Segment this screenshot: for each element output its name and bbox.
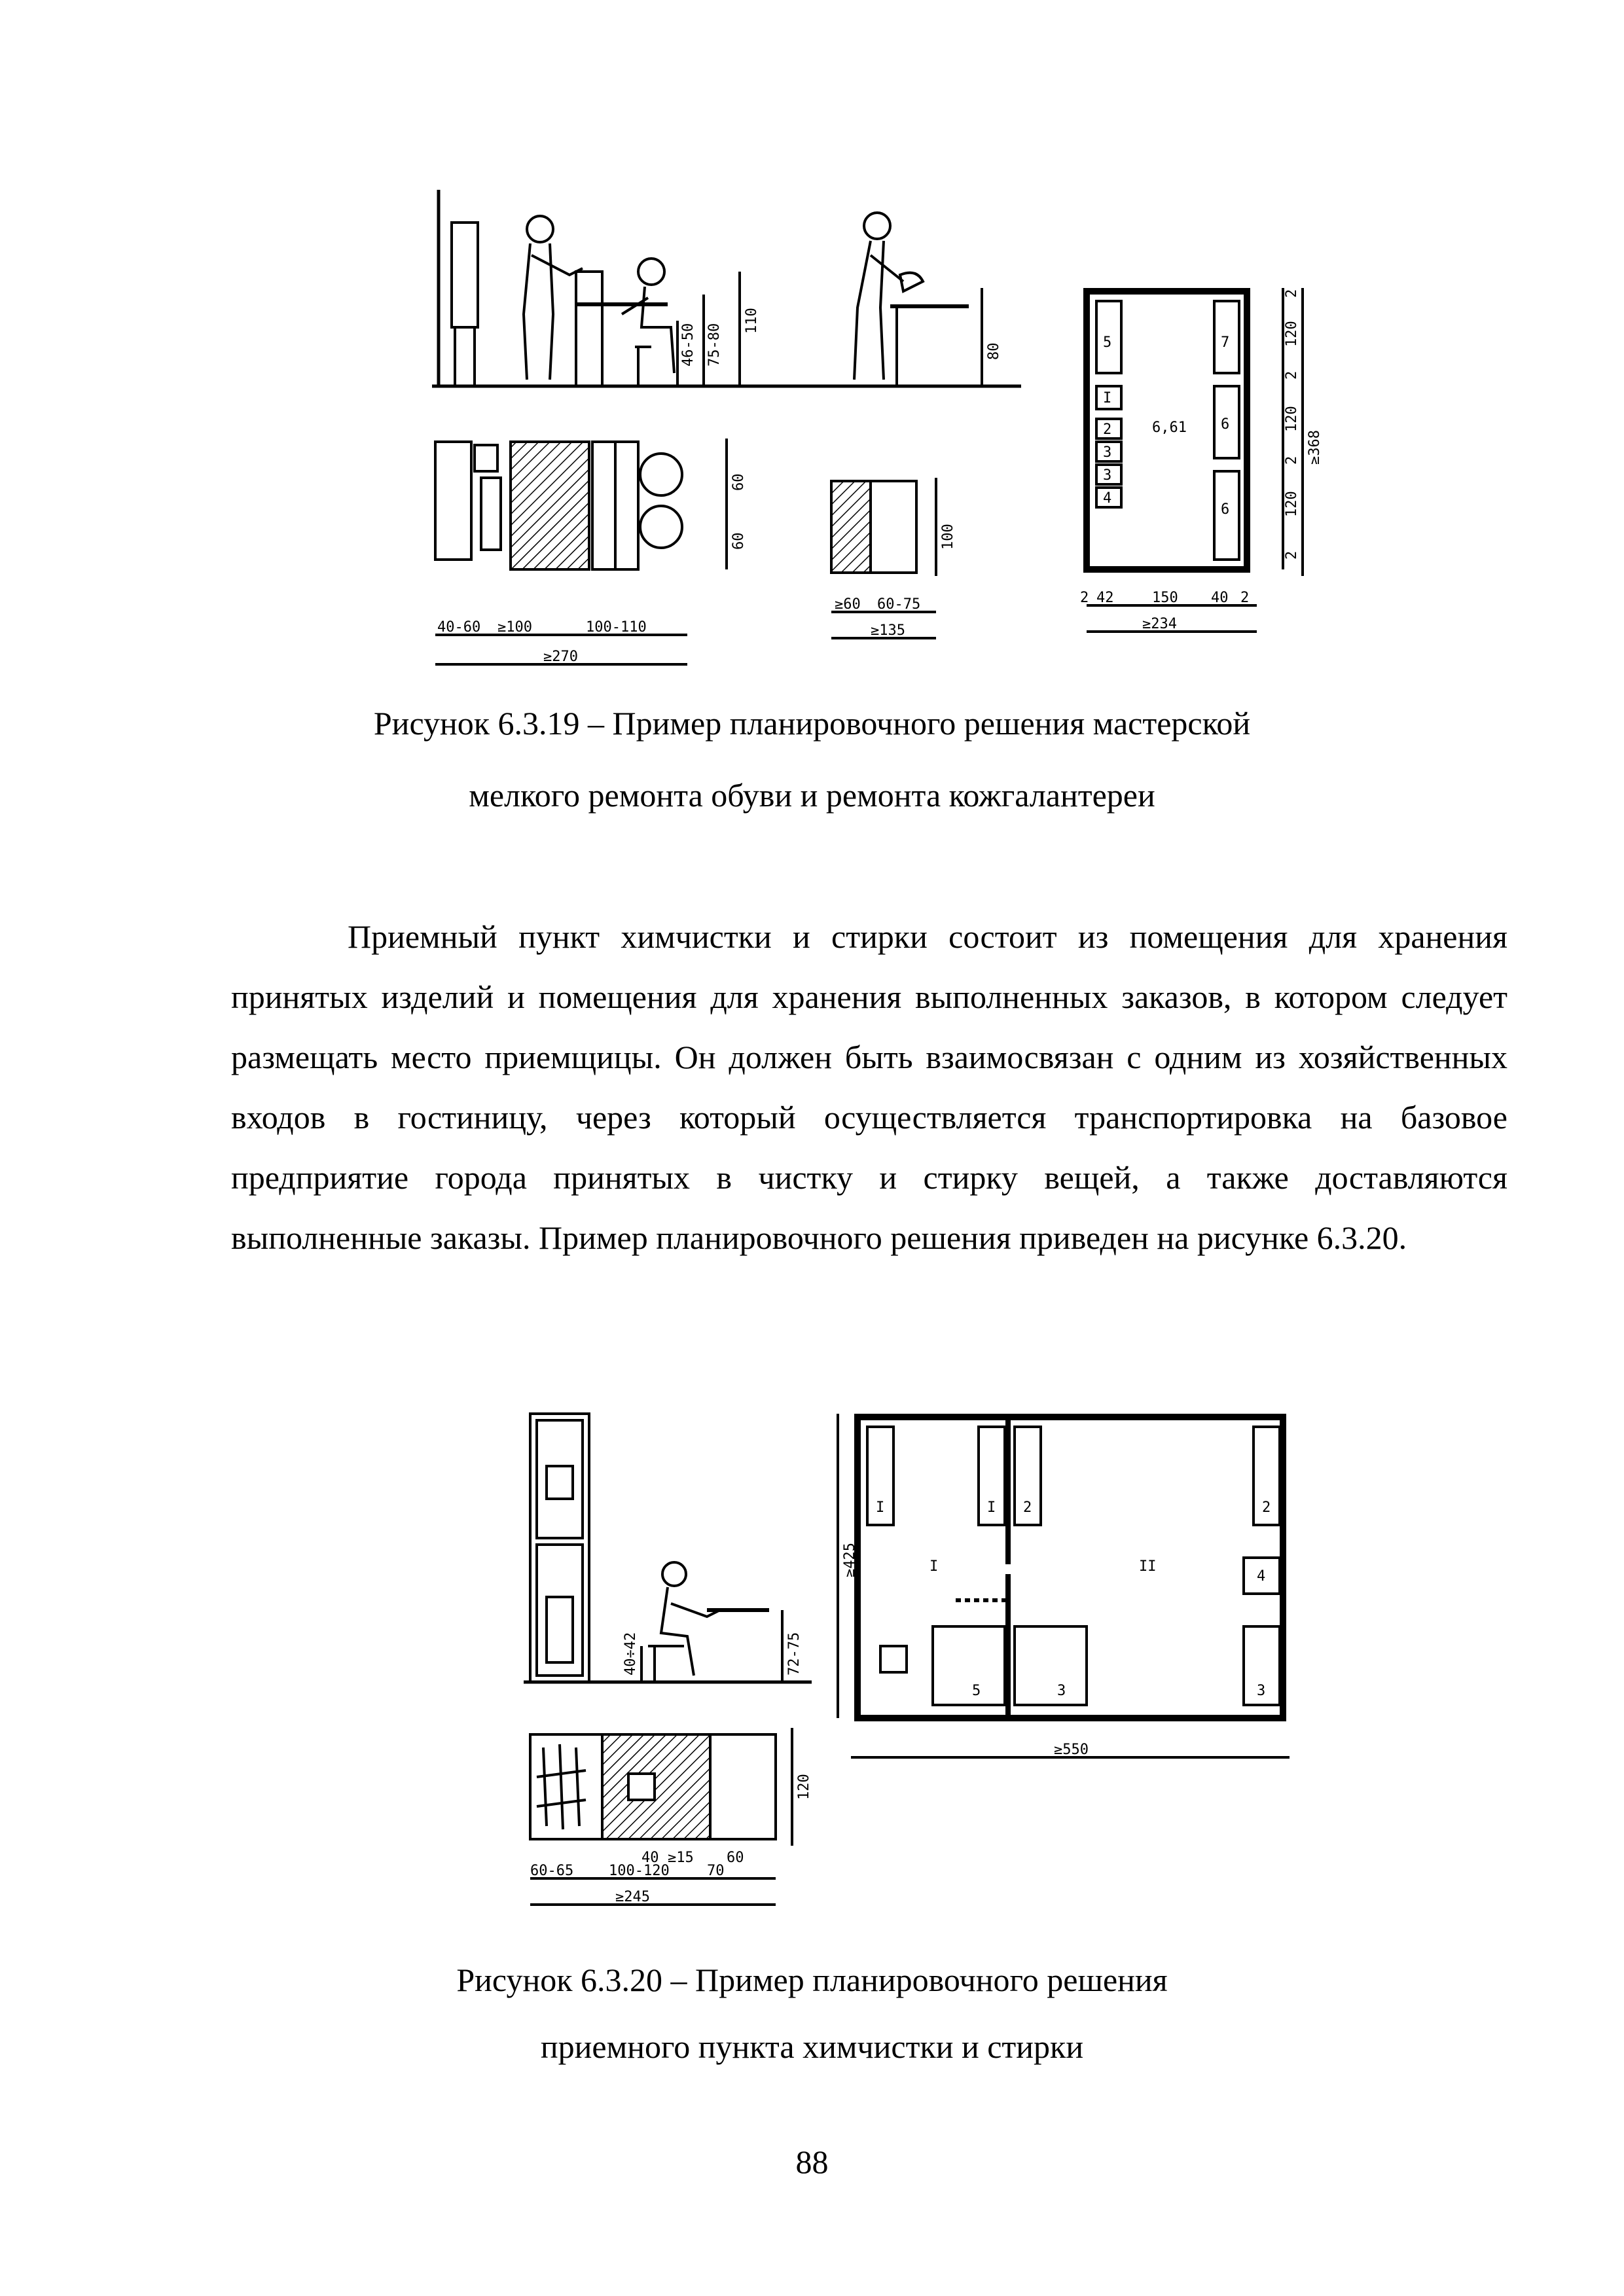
room-h-total: ≥234 (1142, 616, 1177, 632)
fig1-dim-h2: 75-80 (706, 323, 723, 367)
fig4-item-3b: 3 (1257, 1683, 1265, 1699)
room-v-2: 120 (1284, 321, 1300, 347)
fig2-plan-d2: 60-75 (877, 596, 920, 613)
room-area-label: 6,61 (1152, 420, 1187, 436)
room-v-7: 2 (1284, 551, 1300, 560)
room-item-6b: 6 (1221, 501, 1229, 518)
fig3-plan-top2: ≥15 (668, 1850, 694, 1866)
fig3-plan-top3: 60 (727, 1850, 744, 1866)
fig3-dim-table: 72-75 (786, 1632, 803, 1676)
fig4-room-v: ≥425 (842, 1543, 858, 1577)
fig1-dim-h3: 110 (744, 308, 760, 334)
figure-6-3-20-caption-line1: Рисунок 6.3.20 – Пример планировочного р… (456, 1962, 1168, 1998)
room-v-1: 2 (1284, 289, 1300, 298)
body-paragraph-block: Приемный пункт химчистки и стирки состои… (231, 906, 1507, 1268)
fig1-plan-v2: 60 (731, 533, 747, 550)
fig4-item-3a: 3 (1057, 1683, 1066, 1699)
fig2-plan-total: ≥135 (871, 622, 905, 639)
fig1-plan-d1: 40-60 (437, 619, 480, 636)
fig4-item-5: 5 (972, 1683, 981, 1699)
fig2-plan-d1: ≥60 (835, 596, 861, 613)
fig4-item-4: 4 (1257, 1568, 1265, 1585)
room-h-3: 150 (1152, 590, 1178, 606)
room-v-3: 2 (1284, 371, 1300, 380)
room-item-3b: 3 (1103, 467, 1111, 484)
fig3-plan-total: ≥245 (615, 1889, 650, 1905)
fig2-plan-v: 100 (940, 524, 956, 550)
fig3-plan-d3: 70 (707, 1863, 725, 1879)
fig1-dim-h4: 80 (986, 343, 1002, 361)
figure-6-3-20-drawing: 40÷42 72-75 120 40 ≥15 60 60-65 100-120 … (524, 1412, 1290, 1906)
figure-6-3-20-caption-line2: приемного пункта химчистки и стирки (540, 2028, 1084, 2065)
fig4-item-2a: 2 (1023, 1499, 1032, 1516)
fig4-item-2b: 2 (1262, 1499, 1271, 1516)
room-item-1: I (1103, 390, 1111, 406)
figure-6-3-19-caption-line1: Рисунок 6.3.19 – Пример планировочного р… (373, 705, 1251, 742)
room-v-4: 120 (1284, 406, 1300, 432)
fig1-plan-d3: 100-110 (586, 619, 647, 636)
fig1-plan-v1: 60 (731, 474, 747, 492)
room-h-1: 2 (1080, 590, 1089, 606)
fig3-dim-seat: 40÷42 (623, 1632, 639, 1676)
room-item-4: 4 (1103, 490, 1111, 507)
room-h-4: 40 (1211, 590, 1229, 606)
figure-6-3-19-caption-line2: мелкого ремонта обуви и ремонта кожгалан… (469, 777, 1155, 814)
fig3-plan-d2: 100-120 (609, 1863, 670, 1879)
room-v-5: 2 (1284, 456, 1300, 465)
fig4-room-h: ≥550 (1054, 1742, 1089, 1758)
fig1-plan-d2: ≥100 (497, 619, 532, 636)
room-item-5: 5 (1103, 334, 1111, 351)
room-item-6a: 6 (1221, 416, 1229, 433)
room-h-2: 42 (1096, 590, 1114, 606)
room-item-7: 7 (1221, 334, 1229, 351)
room-v-6: 120 (1284, 491, 1300, 517)
fig3-plan-top1: 40 (641, 1850, 659, 1866)
room-item-3a: 3 (1103, 444, 1111, 461)
fig4-item-1b: I (987, 1499, 996, 1516)
fig4-item-1a: I (876, 1499, 884, 1516)
body-paragraph: Приемный пункт химчистки и стирки состои… (231, 918, 1507, 1256)
figure-6-3-19-drawing: 46-50 75-80 110 80 60 60 40-60 ≥100 100-… (432, 190, 1322, 666)
fig3-plan-v: 120 (796, 1774, 812, 1800)
fig1-dim-h1: 46-50 (680, 323, 696, 367)
room-item-2: 2 (1103, 422, 1111, 438)
fig4-zone-2: II (1139, 1558, 1157, 1575)
fig1-plan-total: ≥270 (543, 649, 578, 665)
room-h-5: 2 (1240, 590, 1249, 606)
page-number: 88 (795, 2144, 829, 2180)
room-v-total: ≥368 (1307, 430, 1322, 465)
fig3-plan-d1: 60-65 (530, 1863, 573, 1879)
fig4-zone-1: I (929, 1558, 938, 1575)
